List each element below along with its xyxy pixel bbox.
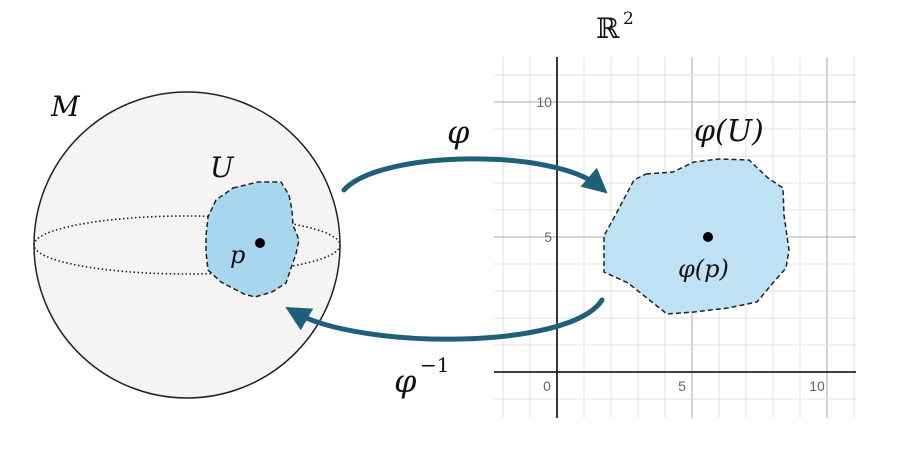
space-label: ℝ 2 [596, 9, 634, 45]
label-point: p [230, 241, 245, 269]
image-point-dot [703, 232, 713, 242]
label-inverse-base: φ [394, 362, 417, 400]
label-image-point: φ(p) [678, 255, 729, 283]
space-label-base: ℝ [596, 12, 620, 45]
y-tick-label: 10 [536, 94, 552, 110]
space-label-exponent: 2 [623, 9, 634, 29]
y-tick-label: 5 [544, 229, 552, 245]
x-tick-label: 10 [809, 378, 825, 394]
curved-arrow-left-icon [285, 297, 605, 342]
curved-arrow-right-icon [341, 156, 608, 194]
chart-image-group: φ(p) φ(U) [603, 114, 790, 315]
point-p-dot [255, 238, 265, 248]
label-inverse-map: φ −1 [394, 353, 449, 400]
sphere-equator [33, 215, 341, 275]
x-tick-label: 5 [678, 378, 686, 394]
x-tick-label: 0 [543, 378, 551, 394]
label-inverse-exponent: −1 [420, 353, 449, 377]
chart-image-region [603, 158, 790, 315]
manifold-sphere: M U p [33, 90, 341, 399]
label-chart-image: φ(U) [694, 114, 764, 149]
label-chart-map: φ [447, 113, 470, 151]
open-set-region [205, 181, 300, 298]
label-open-set: U [210, 151, 235, 184]
label-manifold: M [50, 90, 81, 123]
